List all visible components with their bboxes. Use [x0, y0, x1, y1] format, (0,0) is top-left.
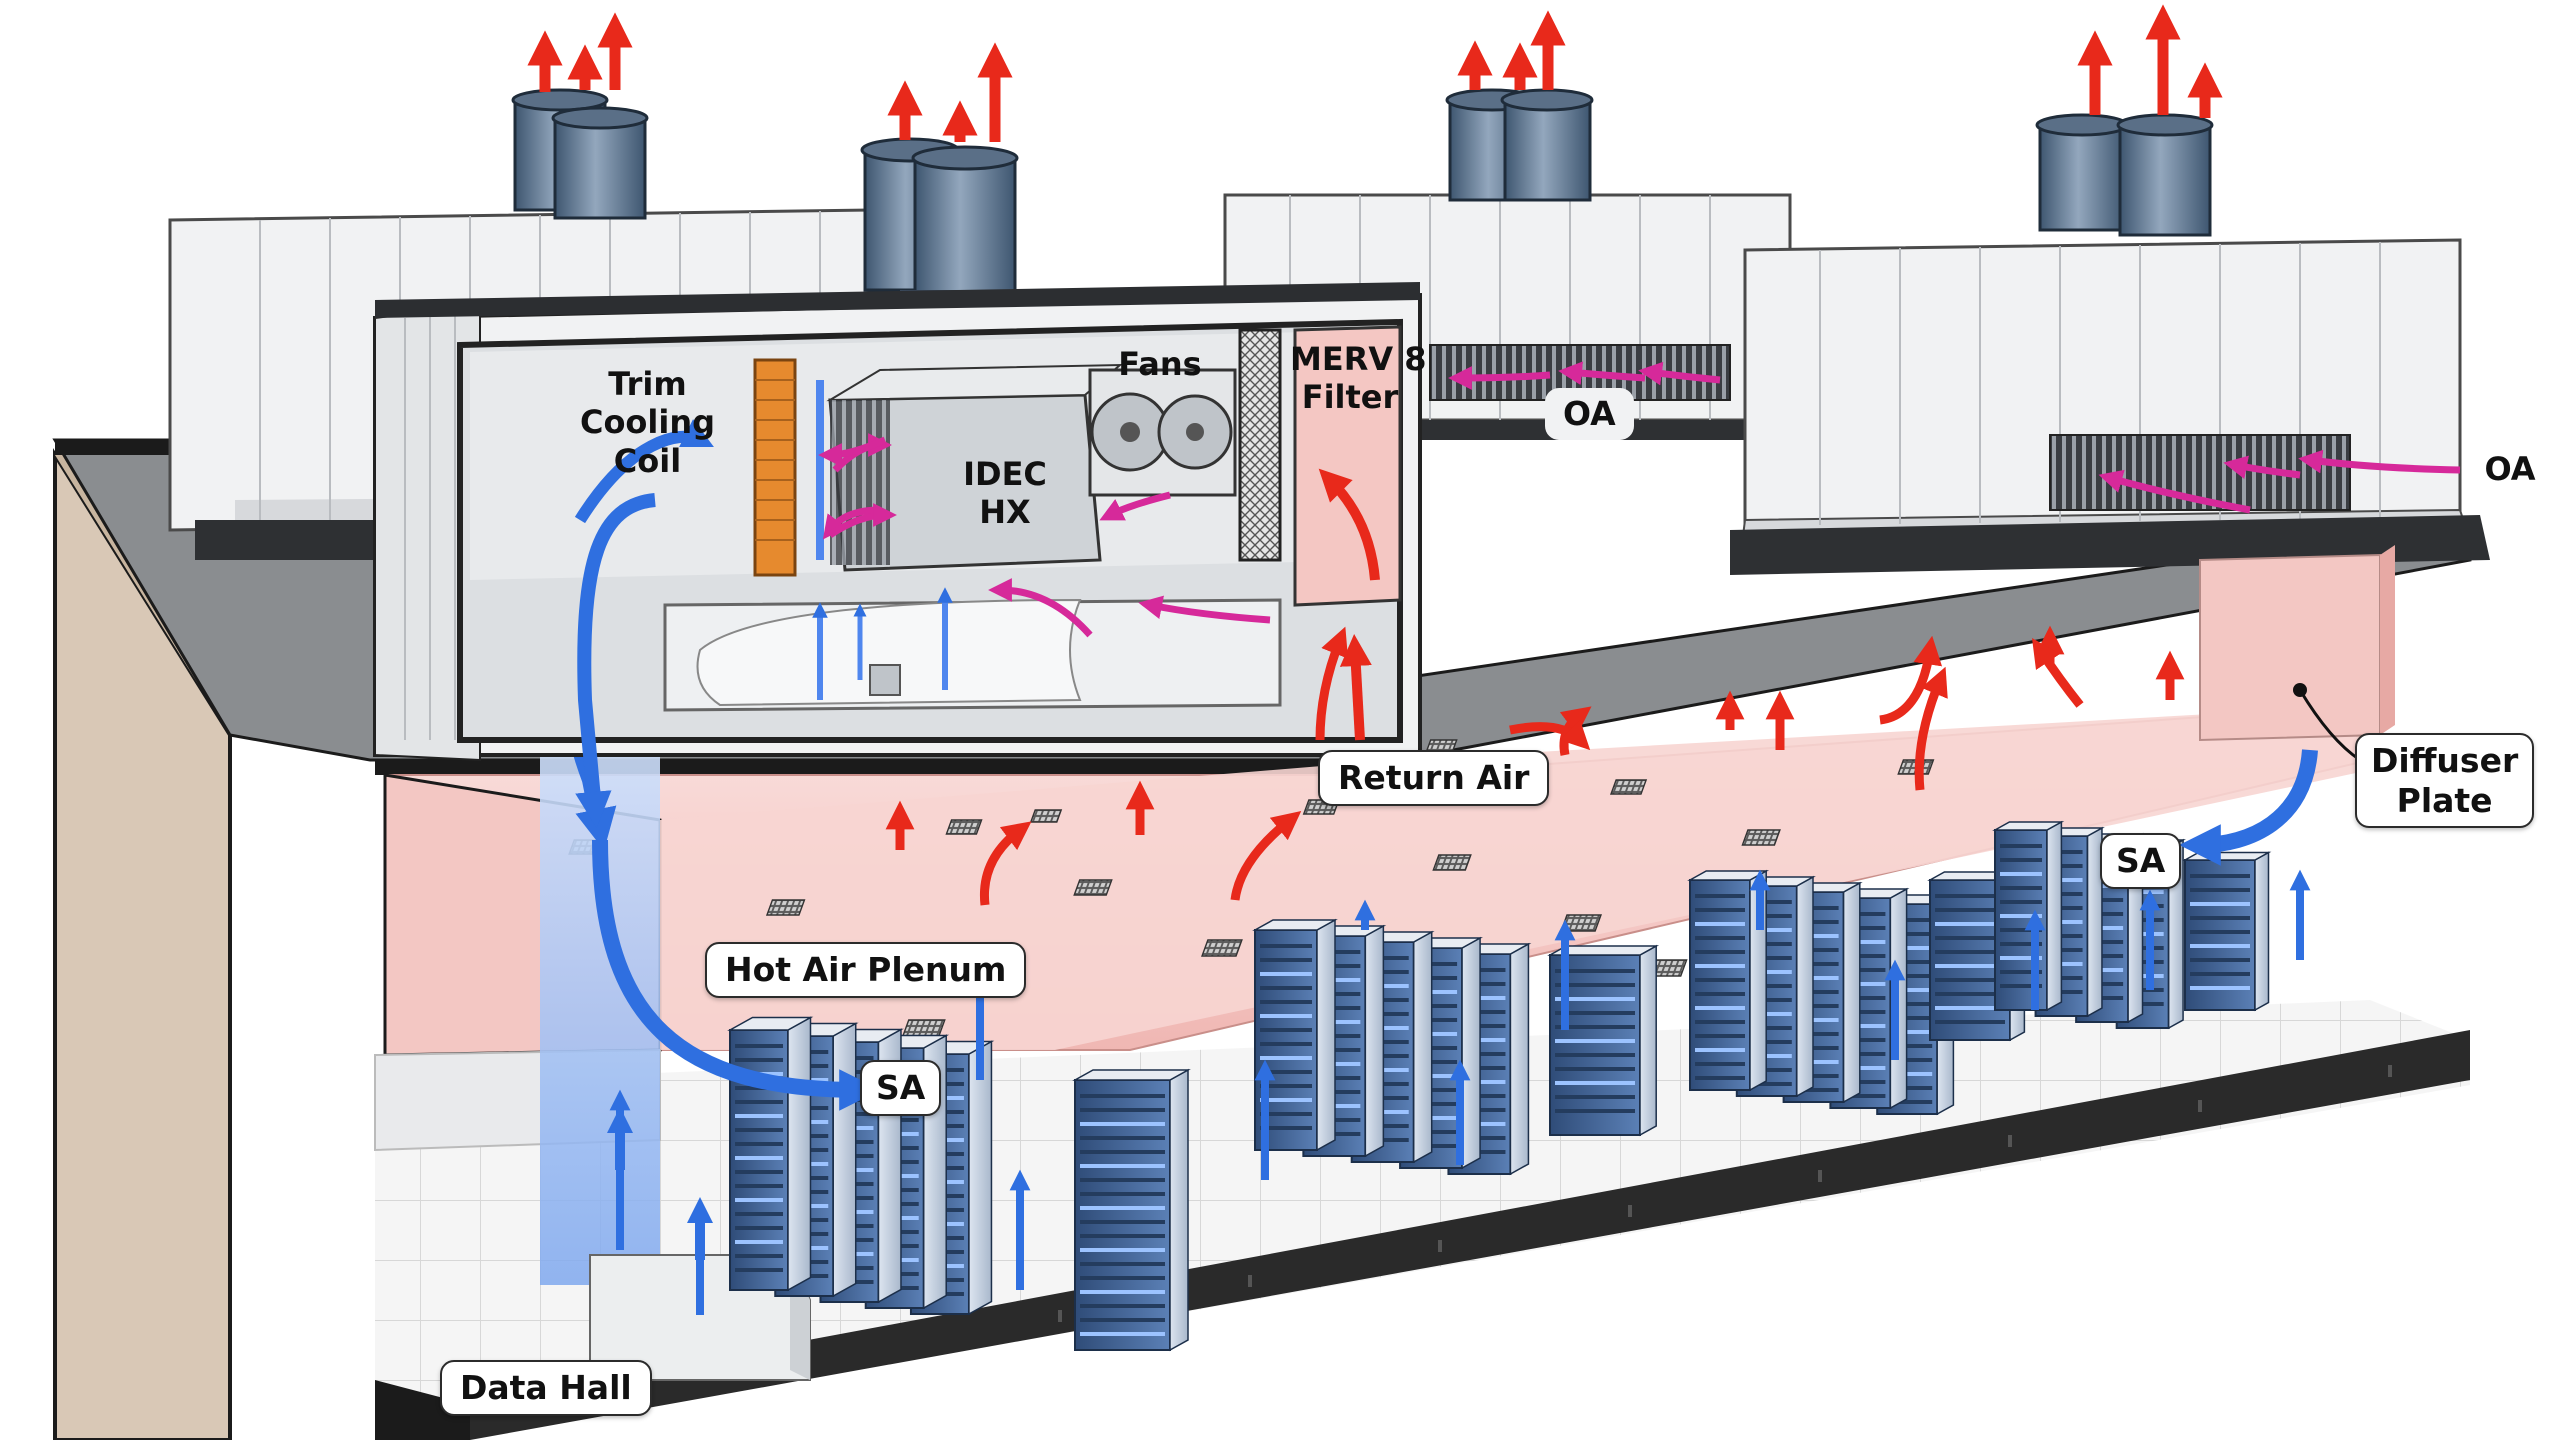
label-sa-left: SA: [860, 1060, 942, 1116]
air-handling-unit-cutaway: [373, 282, 1422, 762]
trim-cooling-coil: [753, 358, 797, 577]
label-sa-right: SA: [2100, 833, 2182, 889]
diffuser-leader: [2293, 683, 2361, 762]
label-trim-line-2: Cooling: [579, 403, 716, 442]
label-merv-line-1: MERV 8: [1290, 340, 1427, 378]
server-rack-icon: [1992, 820, 2065, 1012]
server-rack-icon: [1687, 869, 1770, 1092]
merv-filter: [1238, 328, 1282, 562]
label-diffuser-plate: Diffuser Plate: [2355, 733, 2535, 829]
exhaust-arrows: [527, 4, 2223, 142]
server-rack-icon: [727, 1016, 814, 1292]
label-trim-line-1: Trim: [608, 365, 687, 403]
label-fans: Fans: [1118, 345, 1202, 383]
server-rack-icon: [1252, 918, 1338, 1152]
label-idec-hx: IDEC HX: [935, 455, 1075, 532]
label-merv-filter: MERV 8 Filter: [1290, 340, 1427, 417]
stack-group-2: [860, 137, 1030, 308]
ahu-main-arrows: [574, 419, 1380, 829]
label-merv-line-2: Filter: [1301, 378, 1399, 417]
label-oa-right: OA: [2484, 450, 2536, 488]
label-idec-line-1: IDEC: [963, 455, 1047, 493]
server-racks: [727, 820, 2272, 1352]
rooftop-unit-back-right: [1730, 238, 2490, 575]
server-rack-icon: [2182, 851, 2272, 1012]
stack-group-3: [1445, 88, 1594, 202]
label-return-air: Return Air: [1318, 750, 1550, 806]
label-diffuser-line-2: Plate: [2396, 780, 2493, 820]
server-rack-icon: [1072, 1068, 1191, 1352]
stack-group-4: [2035, 113, 2214, 237]
label-idec-line-2: HX: [979, 493, 1031, 532]
ahu-air-arrows: [818, 433, 1271, 638]
fan-unit: [1088, 368, 1237, 497]
label-diffuser-line-1: Diffuser: [2371, 741, 2519, 780]
label-trim-line-3: Coil: [613, 441, 682, 480]
stack-group-1: [511, 88, 649, 220]
label-trim-cooling-coil: Trim Cooling Coil: [575, 365, 720, 480]
label-hot-air-plenum: Hot Air Plenum: [705, 942, 1027, 998]
label-data-hall: Data Hall: [440, 1360, 652, 1416]
outside-air-arrows: [1448, 361, 2461, 514]
diffuser-plate: [2199, 553, 2381, 742]
label-oa-center: OA: [1545, 388, 1634, 440]
